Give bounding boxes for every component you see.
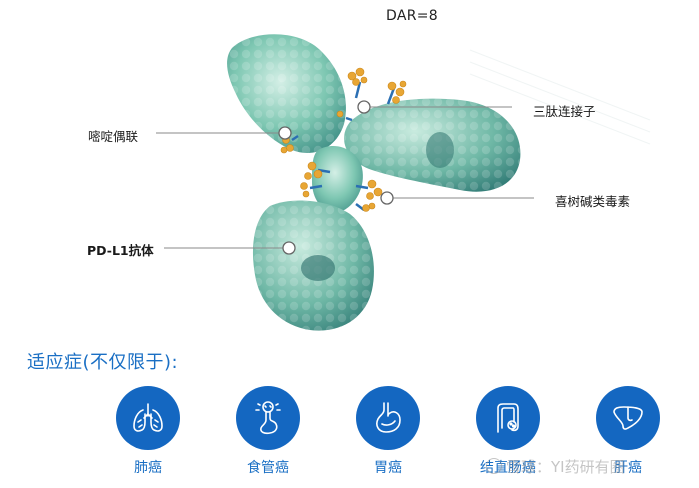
pointer-camptothecin	[380, 191, 394, 205]
indication-label: 结直肠癌	[480, 460, 536, 476]
label-pd-l1-antibody: PD-L1抗体	[87, 243, 154, 258]
indications-title: 适应症(不仅限于):	[27, 352, 179, 373]
fab-arm-right	[344, 98, 521, 192]
indication-lung-cancer: 肺癌	[113, 386, 183, 477]
indication-colorectal-cancer: 结直肠癌	[473, 386, 543, 477]
fc-stem	[252, 200, 374, 331]
payload-upper-right	[336, 110, 353, 122]
dar-label: DAR=8	[386, 8, 438, 24]
payload-clusters	[280, 67, 407, 212]
label-camptothecin-toxin: 喜树碱类毒素	[555, 194, 631, 209]
hinge-region	[312, 146, 363, 213]
background-stripes	[469, 49, 651, 145]
payload-right	[355, 179, 383, 212]
fab-arm-upper-left	[227, 34, 346, 153]
label-tripeptide-linker: 三肽连接子	[533, 104, 596, 119]
indication-gastric-cancer: 胃癌	[353, 386, 423, 477]
label-pyrimidine-conjugation: 嘧啶偶联	[88, 129, 139, 144]
payload-center	[300, 161, 331, 198]
pointer-pyrimidine	[278, 126, 292, 140]
stomach-icon	[356, 386, 420, 450]
pointer-antibody	[282, 241, 296, 255]
indication-label: 肺癌	[134, 460, 162, 476]
colon-icon	[476, 386, 540, 450]
indication-label: 食管癌	[247, 460, 289, 476]
liver-icon	[596, 386, 660, 450]
payload-top-right	[386, 80, 407, 105]
indication-esophageal-cancer: 食管癌	[233, 386, 303, 477]
indication-label: 胃癌	[374, 460, 402, 476]
adc-antibody-illustration	[156, 34, 651, 331]
esophagus-icon	[236, 386, 300, 450]
indication-label: 肝癌	[614, 460, 642, 476]
lungs-icon	[116, 386, 180, 450]
pointer-peptide	[357, 100, 371, 114]
indication-liver-cancer: 肝癌	[593, 386, 663, 477]
payload-top-left	[347, 67, 368, 99]
